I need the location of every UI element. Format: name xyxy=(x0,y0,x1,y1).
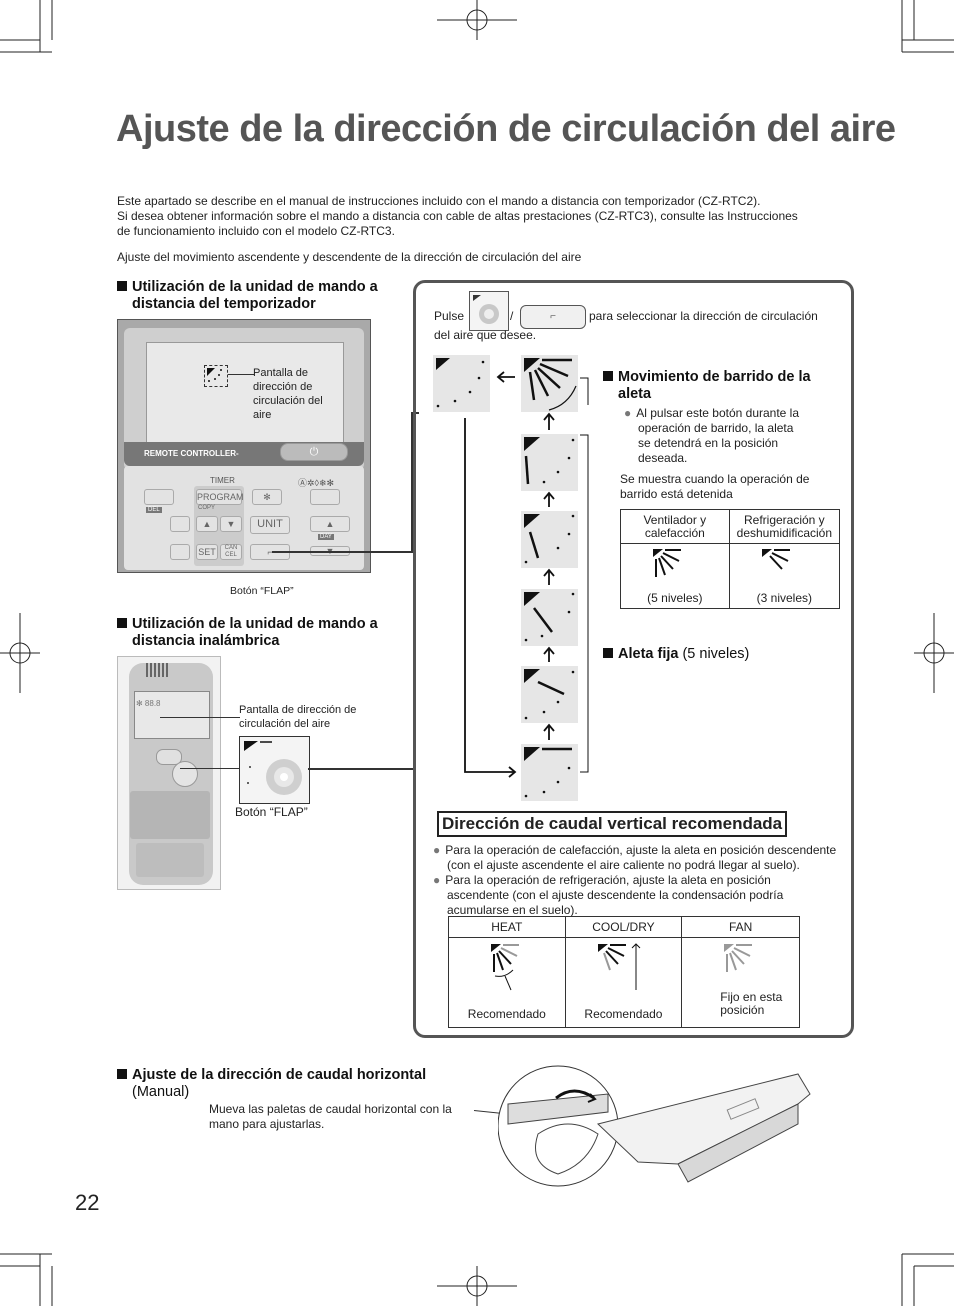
wireless-flap-zoom xyxy=(239,736,310,804)
filter-button[interactable] xyxy=(310,489,340,505)
flap-display-icon xyxy=(204,365,228,387)
grid-button[interactable] xyxy=(170,544,190,560)
fan-button[interactable]: ✻ xyxy=(252,489,282,505)
day-label: DAY xyxy=(318,534,334,540)
timer-flap-button-icon: ⌐ xyxy=(520,305,586,329)
horizontal-note: Mueva las paletas de caudal horizontal c… xyxy=(209,1102,452,1131)
recommended-table: HEAT COOL/DRY FAN Recomendado Recomendad… xyxy=(448,916,800,1028)
horizontal-heading: Ajuste de la dirección de caudal horizon… xyxy=(117,1067,477,1101)
timer-remote-heading: Utilización de la unidad de mando a dist… xyxy=(117,279,417,313)
swing-stopped-text: Se muestra cuando la operación de barrid… xyxy=(620,472,810,501)
wireless-remote-illustration: ✻ 88.8 xyxy=(117,656,221,890)
wireless-flap-button[interactable] xyxy=(172,761,198,787)
temp-up-button[interactable]: ▲ xyxy=(310,516,350,532)
power-button[interactable]: ⏻ xyxy=(280,443,348,461)
indoor-unit-illustration xyxy=(498,1065,811,1187)
swing-heading: Movimiento de barrido de la aleta xyxy=(603,369,843,403)
flap-tiles-diagram xyxy=(433,355,589,801)
check-button[interactable] xyxy=(170,516,190,532)
wireless-screen-label: Pantalla de dirección de circulación del… xyxy=(239,704,357,730)
swing-note: Al pulsar este botón durante la operació… xyxy=(624,406,834,466)
intro-text: Este apartado se describe en el manual d… xyxy=(117,194,798,264)
del-label: DEL xyxy=(146,507,162,513)
wireless-screen xyxy=(134,691,210,739)
flap-button-icon xyxy=(469,291,509,331)
page-title: Ajuste de la dirección de circulación de… xyxy=(116,108,896,150)
flap-connector xyxy=(411,412,413,553)
page-number: 22 xyxy=(75,1190,100,1215)
flap-direction-panel xyxy=(413,280,854,1038)
timer-flap-caption: Botón “FLAP” xyxy=(230,585,294,597)
wireless-power-button[interactable] xyxy=(156,749,182,765)
recommended-notes: Para la operación de calefacción, ajuste… xyxy=(433,843,848,918)
program-button[interactable]: PROGRAM xyxy=(196,489,244,505)
wireless-remote-heading: Utilización de la unidad de mando a dist… xyxy=(117,616,417,650)
remote-brand: REMOTE CONTROLLER- xyxy=(144,449,239,458)
set-button[interactable]: SET xyxy=(196,544,218,560)
unit-button[interactable]: UNIT xyxy=(250,516,290,534)
flap-leader-line xyxy=(272,551,413,553)
wireless-flap-caption: Botón “FLAP” xyxy=(235,805,308,819)
recommended-title: Dirección de caudal vertical recomendada xyxy=(437,811,788,837)
up-button-small[interactable]: ▲ xyxy=(196,516,218,532)
down-button-small[interactable]: ▼ xyxy=(220,516,242,532)
timer-button[interactable] xyxy=(144,489,174,505)
cancel-button[interactable]: CAN CEL xyxy=(220,544,242,560)
pulse-label: Pulse xyxy=(434,309,465,323)
remote-screen xyxy=(146,342,344,454)
timer-remote-illustration: Pantalla de dirección de circulación del… xyxy=(117,319,371,573)
fixed-heading: Aleta fija (5 niveles) xyxy=(603,646,749,663)
